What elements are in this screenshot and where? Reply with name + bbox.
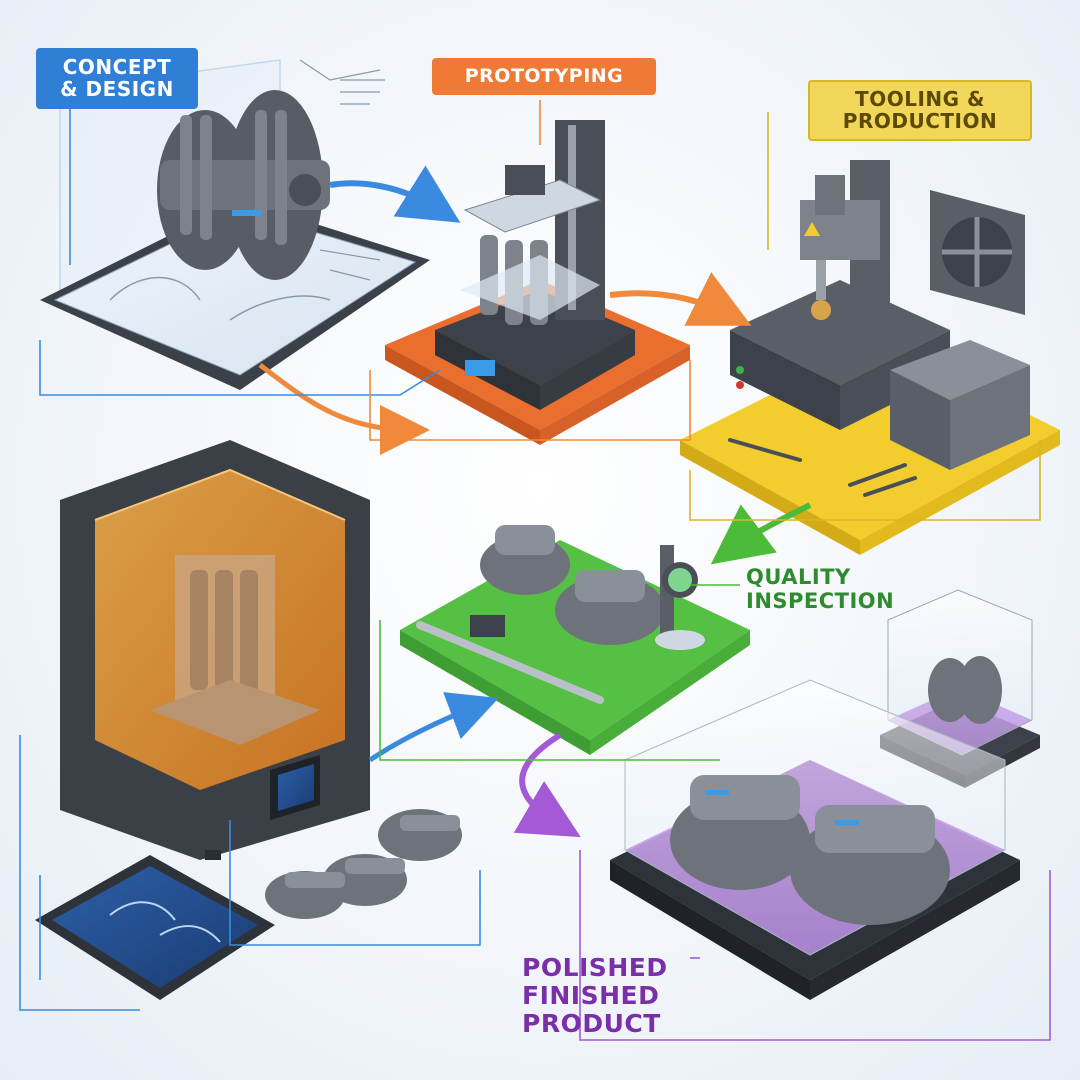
polished-product-case: [610, 679, 1020, 1000]
connector-lines: [19, 100, 1051, 1041]
stage-label-quality-inspection: QUALITY INSPECTION: [746, 565, 895, 613]
resin-printer: [60, 440, 370, 860]
printed-parts: [265, 809, 462, 919]
stage-label-polished-product: POLISHED FINISHED PRODUCT: [522, 953, 668, 1038]
stage-label-prototyping: PROTOTYPING: [432, 58, 656, 96]
preview-tablet: [35, 855, 275, 1000]
concept-part-model: [157, 90, 330, 280]
tooling-station: [680, 160, 1060, 555]
quality-station: [400, 525, 750, 755]
stage-label-concept-design: CONCEPT & DESIGN: [36, 48, 198, 109]
stage-label-tooling-production: TOOLING & PRODUCTION: [808, 80, 1032, 141]
prototyping-station: [385, 120, 690, 445]
